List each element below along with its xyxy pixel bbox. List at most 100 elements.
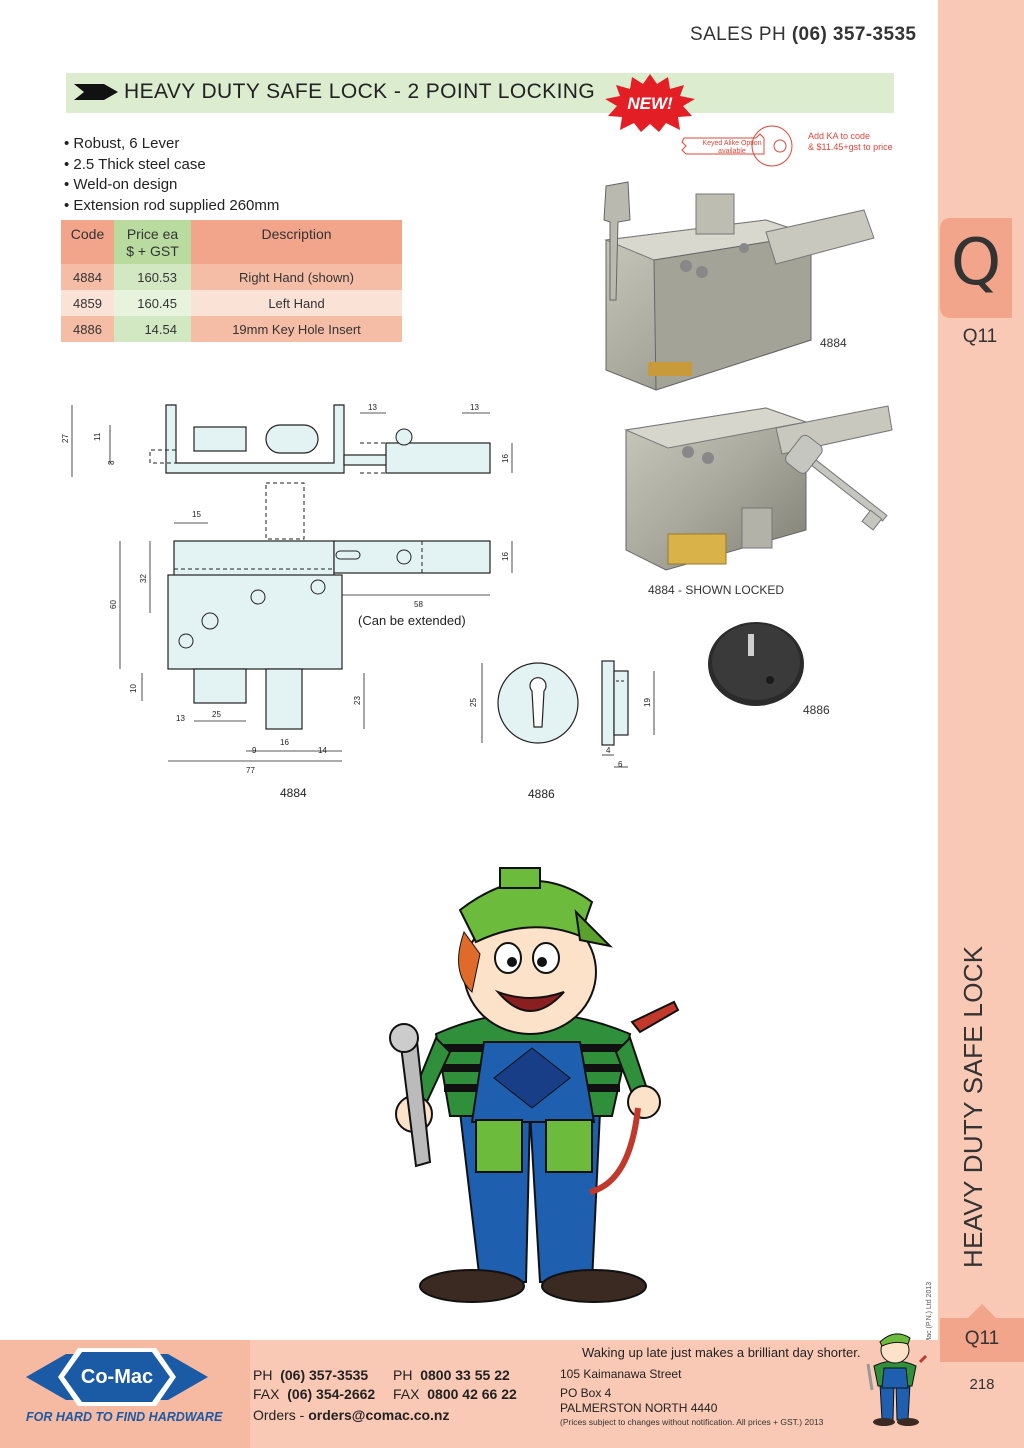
- dim-insert-19: 19: [643, 698, 652, 707]
- dim-13a: 13: [368, 403, 377, 412]
- dim-8: 8: [107, 460, 116, 465]
- sales-label: SALES PH: [690, 24, 787, 45]
- fax-label: FAX: [253, 1386, 280, 1402]
- sales-phone-number: (06) 357-3535: [791, 24, 917, 45]
- keyhole-insert-photo: [708, 622, 804, 706]
- dim-13: 13: [176, 714, 185, 723]
- feature-list: Robust, 6 Lever 2.5 Thick steel case Wel…: [64, 134, 279, 216]
- section-tab[interactable]: [940, 218, 1012, 318]
- new-badge-label: NEW!: [627, 94, 673, 113]
- ph-value: (06) 357-3535: [280, 1367, 369, 1383]
- extend-note: (Can be extended): [358, 613, 466, 628]
- dim-10: 10: [129, 684, 138, 693]
- vertical-section-title: HEAVY DUTY SAFE LOCK: [958, 945, 988, 1268]
- section-code-bottom: Q11: [964, 1328, 1000, 1349]
- address-line: PALMERSTON NORTH 4440: [560, 1401, 718, 1415]
- lock-locked-photo: [624, 405, 893, 571]
- orders-label: Orders -: [253, 1407, 305, 1423]
- page-number: 218: [969, 1376, 995, 1393]
- ka-badge-line1: Keyed Alike Option: [702, 140, 761, 147]
- address-line: PO Box 4: [560, 1386, 612, 1400]
- feature-item: 2.5 Thick steel case: [64, 155, 279, 176]
- mascot-illustration: [389, 867, 680, 1303]
- cell-description: Right Hand (shown): [191, 264, 402, 290]
- lock-photo: [603, 181, 875, 391]
- dim-16c: 16: [280, 738, 289, 747]
- dim-insert-4: 4: [606, 746, 611, 755]
- dim-insert-25: 25: [469, 698, 478, 707]
- keyed-alike-note: Add KA to code & $11.45+gst to price: [808, 131, 918, 153]
- dim-9: 9: [252, 746, 257, 755]
- section-tab-bottom: [940, 1318, 1024, 1362]
- logo-text: Co-Mac: [81, 1366, 153, 1388]
- cell-code: 4886: [61, 316, 114, 342]
- dim-27: 27: [61, 434, 70, 443]
- dim-77: 77: [246, 766, 255, 775]
- locked-photo-caption: 4884 - SHOWN LOCKED: [648, 583, 785, 597]
- footer-fax: FAX (06) 354-2662: [253, 1386, 375, 1402]
- header-price: Price ea $ + GST: [114, 220, 191, 264]
- section-code-top: Q11: [962, 326, 998, 347]
- ph2-value: 0800 33 55 22: [420, 1367, 510, 1383]
- fax2-value: 0800 42 66 22: [427, 1386, 517, 1402]
- orders-email-link[interactable]: orders@comac.co.nz: [308, 1407, 450, 1423]
- fax-value: (06) 354-2662: [287, 1386, 376, 1402]
- dim-insert-6: 6: [618, 760, 623, 769]
- ph2-label: PH: [393, 1367, 413, 1383]
- dim-14: 14: [318, 746, 327, 755]
- new-badge: NEW!: [605, 74, 695, 132]
- price-table: Code Price ea $ + GST Description 4884 1…: [61, 220, 402, 342]
- table-header-row: Code Price ea $ + GST Description: [61, 220, 402, 264]
- mascot-small-illustration: [866, 1333, 928, 1426]
- sales-phone: SALES PH (06) 357-3535: [690, 24, 916, 46]
- insert-technical-drawing: 25 19 4 6 4886: [469, 660, 655, 801]
- insert-photo-caption: 4886: [803, 703, 830, 717]
- dim-23: 23: [353, 696, 362, 705]
- footer-slogan: Waking up late just makes a brilliant da…: [582, 1345, 861, 1360]
- cell-code: 4859: [61, 290, 114, 316]
- lock-photo-caption: 4884: [820, 336, 847, 350]
- feature-item: Weld-on design: [64, 175, 279, 196]
- comac-logo: Co-Mac: [26, 1348, 208, 1406]
- header-price-line2: $ + GST: [126, 243, 179, 259]
- dim-15: 15: [192, 510, 201, 519]
- address-line: 105 Kaimanawa Street: [560, 1367, 682, 1381]
- dim-25: 25: [212, 710, 221, 719]
- dim-58: 58: [414, 600, 423, 609]
- feature-item: Extension rod supplied 260mm: [64, 196, 279, 217]
- dim-32: 32: [139, 574, 148, 583]
- page-title: HEAVY DUTY SAFE LOCK - 2 POINT LOCKING: [124, 80, 596, 103]
- dim-11: 11: [93, 432, 102, 441]
- ka-note-line1: Add KA to code: [808, 131, 871, 141]
- header-description: Description: [191, 220, 402, 264]
- table-row: 4884 160.53 Right Hand (shown): [61, 264, 402, 290]
- tab-notch: [968, 1304, 996, 1318]
- feature-item: Robust, 6 Lever: [64, 134, 279, 155]
- cell-price: 160.45: [114, 290, 191, 316]
- drawing-caption-insert: 4886: [528, 787, 555, 801]
- footer-orders: Orders - orders@comac.co.nz: [253, 1407, 450, 1423]
- price-disclaimer: (Prices subject to changes without notif…: [560, 1417, 824, 1427]
- dim-16a: 16: [501, 454, 510, 463]
- footer-phone-freephone: PH 0800 33 55 22: [393, 1367, 510, 1383]
- dim-13b: 13: [470, 403, 479, 412]
- ph-label: PH: [253, 1367, 273, 1383]
- cell-description: Left Hand: [191, 290, 402, 316]
- cell-price: 160.53: [114, 264, 191, 290]
- ka-badge-line2: available: [718, 148, 746, 155]
- cell-description: 19mm Key Hole Insert: [191, 316, 402, 342]
- drawing-caption-lock: 4884: [280, 786, 307, 800]
- cell-price: 14.54: [114, 316, 191, 342]
- arrow-icon: [74, 84, 118, 100]
- key-icon: Keyed Alike Option available: [681, 125, 793, 167]
- lock-technical-drawing: 27 11 8 13 13 16 15 16 32 60 58 10 13 25…: [61, 403, 513, 800]
- header-price-line1: Price ea: [126, 226, 179, 242]
- table-row: 4859 160.45 Left Hand: [61, 290, 402, 316]
- dim-60: 60: [109, 600, 118, 609]
- ka-note-line2: & $11.45+gst to price: [808, 142, 893, 152]
- fax2-label: FAX: [393, 1386, 420, 1402]
- section-letter: Q: [950, 226, 1002, 300]
- table-row: 4886 14.54 19mm Key Hole Insert: [61, 316, 402, 342]
- cell-code: 4884: [61, 264, 114, 290]
- tagline: FOR HARD TO FIND HARDWARE: [26, 1410, 223, 1424]
